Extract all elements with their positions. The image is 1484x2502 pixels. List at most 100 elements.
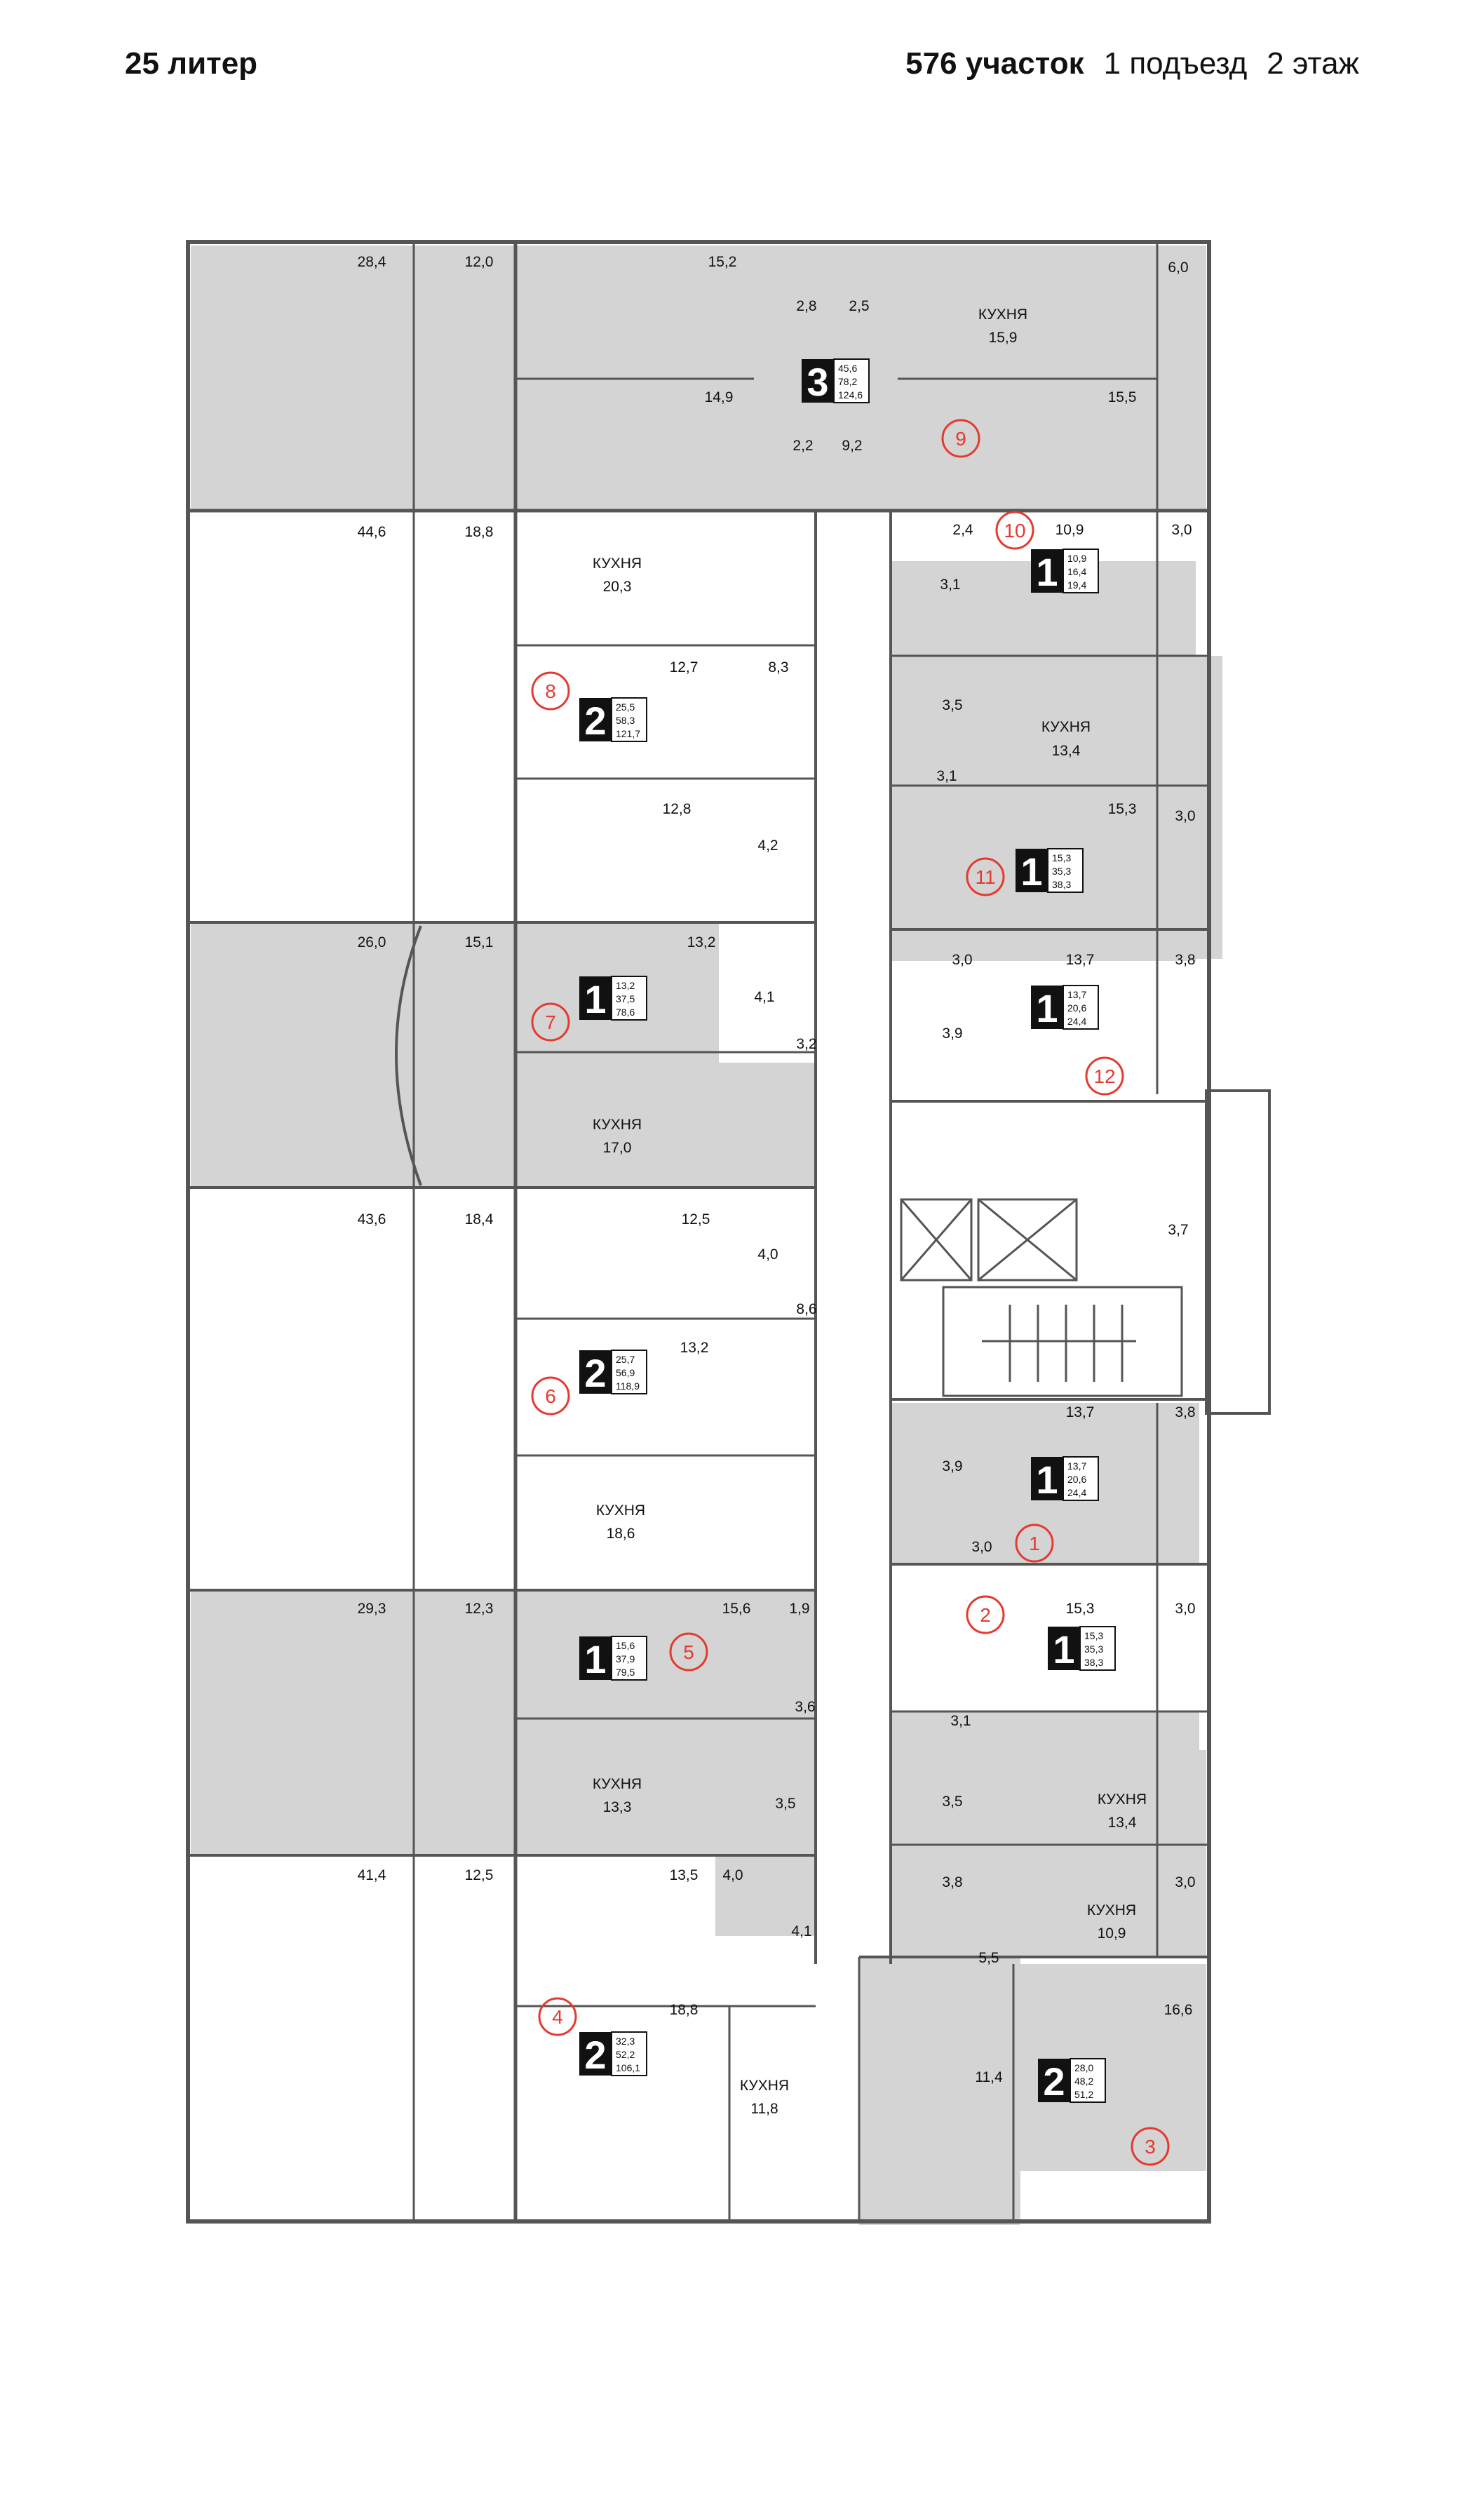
area-summary-value: 28,0 [1074,2062,1093,2073]
room-area-label: КУХНЯ [596,1502,645,1519]
apartment-number-circle [1085,1056,1124,1096]
room-area-label: КУХНЯ [1041,719,1091,735]
room-count: 1 [584,1637,606,1681]
apartment-number-circle [966,857,1005,896]
area-summary-box [1063,1456,1099,1501]
room-area-label: 4,0 [757,1246,778,1263]
room-area-label: 10,9 [1055,522,1084,538]
room-fill [715,1711,817,1936]
apartment-number: 3 [1145,2136,1156,2158]
room-area-label: 3,9 [942,1025,962,1042]
elevator-core [900,1198,1183,1397]
room-area-label: 12,7 [670,659,699,675]
room-fill [891,561,1196,961]
room-area-label: 8,3 [768,659,788,675]
room-count-badge [579,1350,612,1394]
room-area-label: 5,5 [978,1950,999,1966]
room-count: 2 [584,2033,606,2077]
room-count: 2 [1043,2059,1065,2104]
area-summary-box [611,1636,647,1681]
apartment-number: 5 [683,1641,694,1663]
room-area-label: 14,9 [705,389,734,405]
room-area-label: 15,5 [1108,389,1137,405]
room-area-label: 2,5 [849,298,869,314]
area-summary-value: 45,6 [838,363,857,374]
room-area-label: 3,0 [952,952,972,968]
area-summary-value: 48,2 [1074,2076,1093,2087]
area-summary-value: 13,7 [1067,1460,1086,1472]
apartment-9: 9 [941,419,980,458]
area-summary-value: 20,6 [1067,1474,1086,1485]
room-area-label: 13,7 [1066,1404,1095,1420]
apartment-number: 6 [545,1385,556,1407]
room-area-label: 12,3 [465,1601,494,1617]
room-count-badge [1048,1627,1080,1670]
area-summary-value: 32,3 [616,2036,635,2047]
room-area-label: 3,8 [942,1874,962,1890]
room-count: 2 [584,699,606,743]
room-area-label: КУХНЯ [1087,1902,1136,1918]
room-area-label: 3,0 [971,1539,992,1555]
area-summary-value: 37,9 [616,1653,635,1664]
area-summary-box [611,697,647,742]
apartment-number: 1 [1029,1533,1040,1554]
apartment-number: 2 [980,1604,991,1626]
room-area-label: 4,1 [754,989,774,1005]
area-summary-value: 78,6 [616,1007,635,1018]
plot-label: 576 участок [905,46,1084,81]
area-summary-box [611,1350,647,1394]
floor-label: 2 этаж [1267,46,1359,81]
entrance-label: 1 подъезд [1103,46,1248,81]
room-area-label: КУХНЯ [1098,1791,1147,1808]
room-area-label: 16,6 [1164,2002,1193,2018]
room-area-label: 13,2 [680,1340,709,1356]
room-area-label: 3,2 [796,1036,816,1052]
room-area-label: 1,9 [789,1601,809,1617]
room-area-label: 28,4 [358,254,386,270]
apartment-number-circle [531,671,570,711]
room-area-label: 10,9 [1098,1925,1126,1942]
apartment-number-circle [538,1997,577,2036]
room-area-label: 41,4 [358,1867,386,1883]
area-summary-value: 20,6 [1067,1002,1086,1014]
room-area-label: 3,0 [1175,1874,1195,1890]
walls [186,240,1271,2224]
room-count-badge [1031,549,1063,593]
room-count-badge [579,698,612,741]
room-area-label: 13,5 [670,1867,699,1883]
area-summary-value: 58,3 [616,715,635,726]
apartment-number: 9 [955,428,966,450]
room-area-label: 11,4 [975,2069,1003,2085]
gray-room-fills [191,246,1222,2225]
room-area-label: 6,0 [1168,260,1188,276]
room-area-label: 43,6 [358,1211,386,1228]
apartment-number: 10 [1004,520,1025,542]
elevator-shaft [977,1198,1078,1282]
room-count-badge [579,1636,612,1680]
apartment-number-circle [531,1376,570,1415]
room-area-label: 18,4 [465,1211,494,1228]
room-area-label: 26,0 [358,934,386,950]
apartment-number-circle [941,419,980,458]
area-summary-value: 79,5 [616,1667,635,1678]
apartment-number: 7 [545,1011,556,1033]
room-count: 1 [1020,849,1042,894]
room-area-label: КУХНЯ [593,1776,642,1792]
room-area-label: 44,6 [358,524,386,540]
area-summary-value: 56,9 [616,1367,635,1378]
room-count-badge [579,976,612,1020]
room-area-label: 3,5 [942,1794,962,1810]
room-fill [859,1957,1020,2225]
area-summary-value: 25,5 [616,701,635,713]
area-summary-value: 106,1 [616,2062,640,2073]
outer-wall [186,240,1211,2224]
staircase [942,1286,1183,1397]
